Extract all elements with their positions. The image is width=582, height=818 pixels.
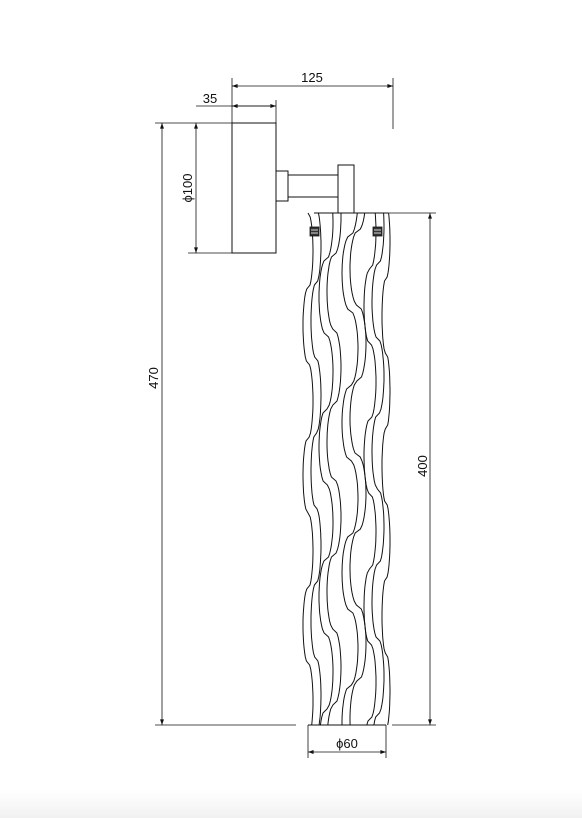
shade-length-label: 400 (415, 455, 430, 477)
cylinder-shade (302, 212, 391, 726)
shade-rib-line (363, 212, 377, 726)
shade-rib-line (318, 212, 334, 726)
dimension-total-height: 470 (146, 122, 296, 726)
dimension-shade-diameter: ϕ60 (307, 725, 387, 758)
arm-connector (275, 164, 355, 214)
shade-rib-line (341, 212, 359, 725)
base-diameter-label: ϕ100 (180, 174, 195, 203)
shade-rib-line (381, 212, 391, 726)
dimension-projection: 125 (231, 70, 394, 129)
bottom-edge-shadow (0, 790, 582, 818)
shade-diameter-label: ϕ60 (336, 736, 358, 751)
shade-rib-line (310, 212, 322, 726)
dimension-base-diameter: ϕ100 (180, 122, 232, 254)
right-mount-screw (372, 226, 383, 237)
dimension-base-depth: 35 (196, 91, 277, 123)
shade-rib-line (326, 213, 342, 726)
dimension-shade-length: 400 (388, 212, 436, 726)
projection-label: 125 (301, 70, 323, 85)
total-height-label: 470 (146, 367, 161, 389)
base-depth-label: 35 (203, 91, 217, 106)
left-mount-screw (309, 226, 320, 237)
shade-rib-line (302, 212, 314, 726)
wall-base-plate (231, 122, 277, 254)
shade-rib-line (371, 212, 385, 726)
shade-wavy-ribs (302, 212, 391, 726)
